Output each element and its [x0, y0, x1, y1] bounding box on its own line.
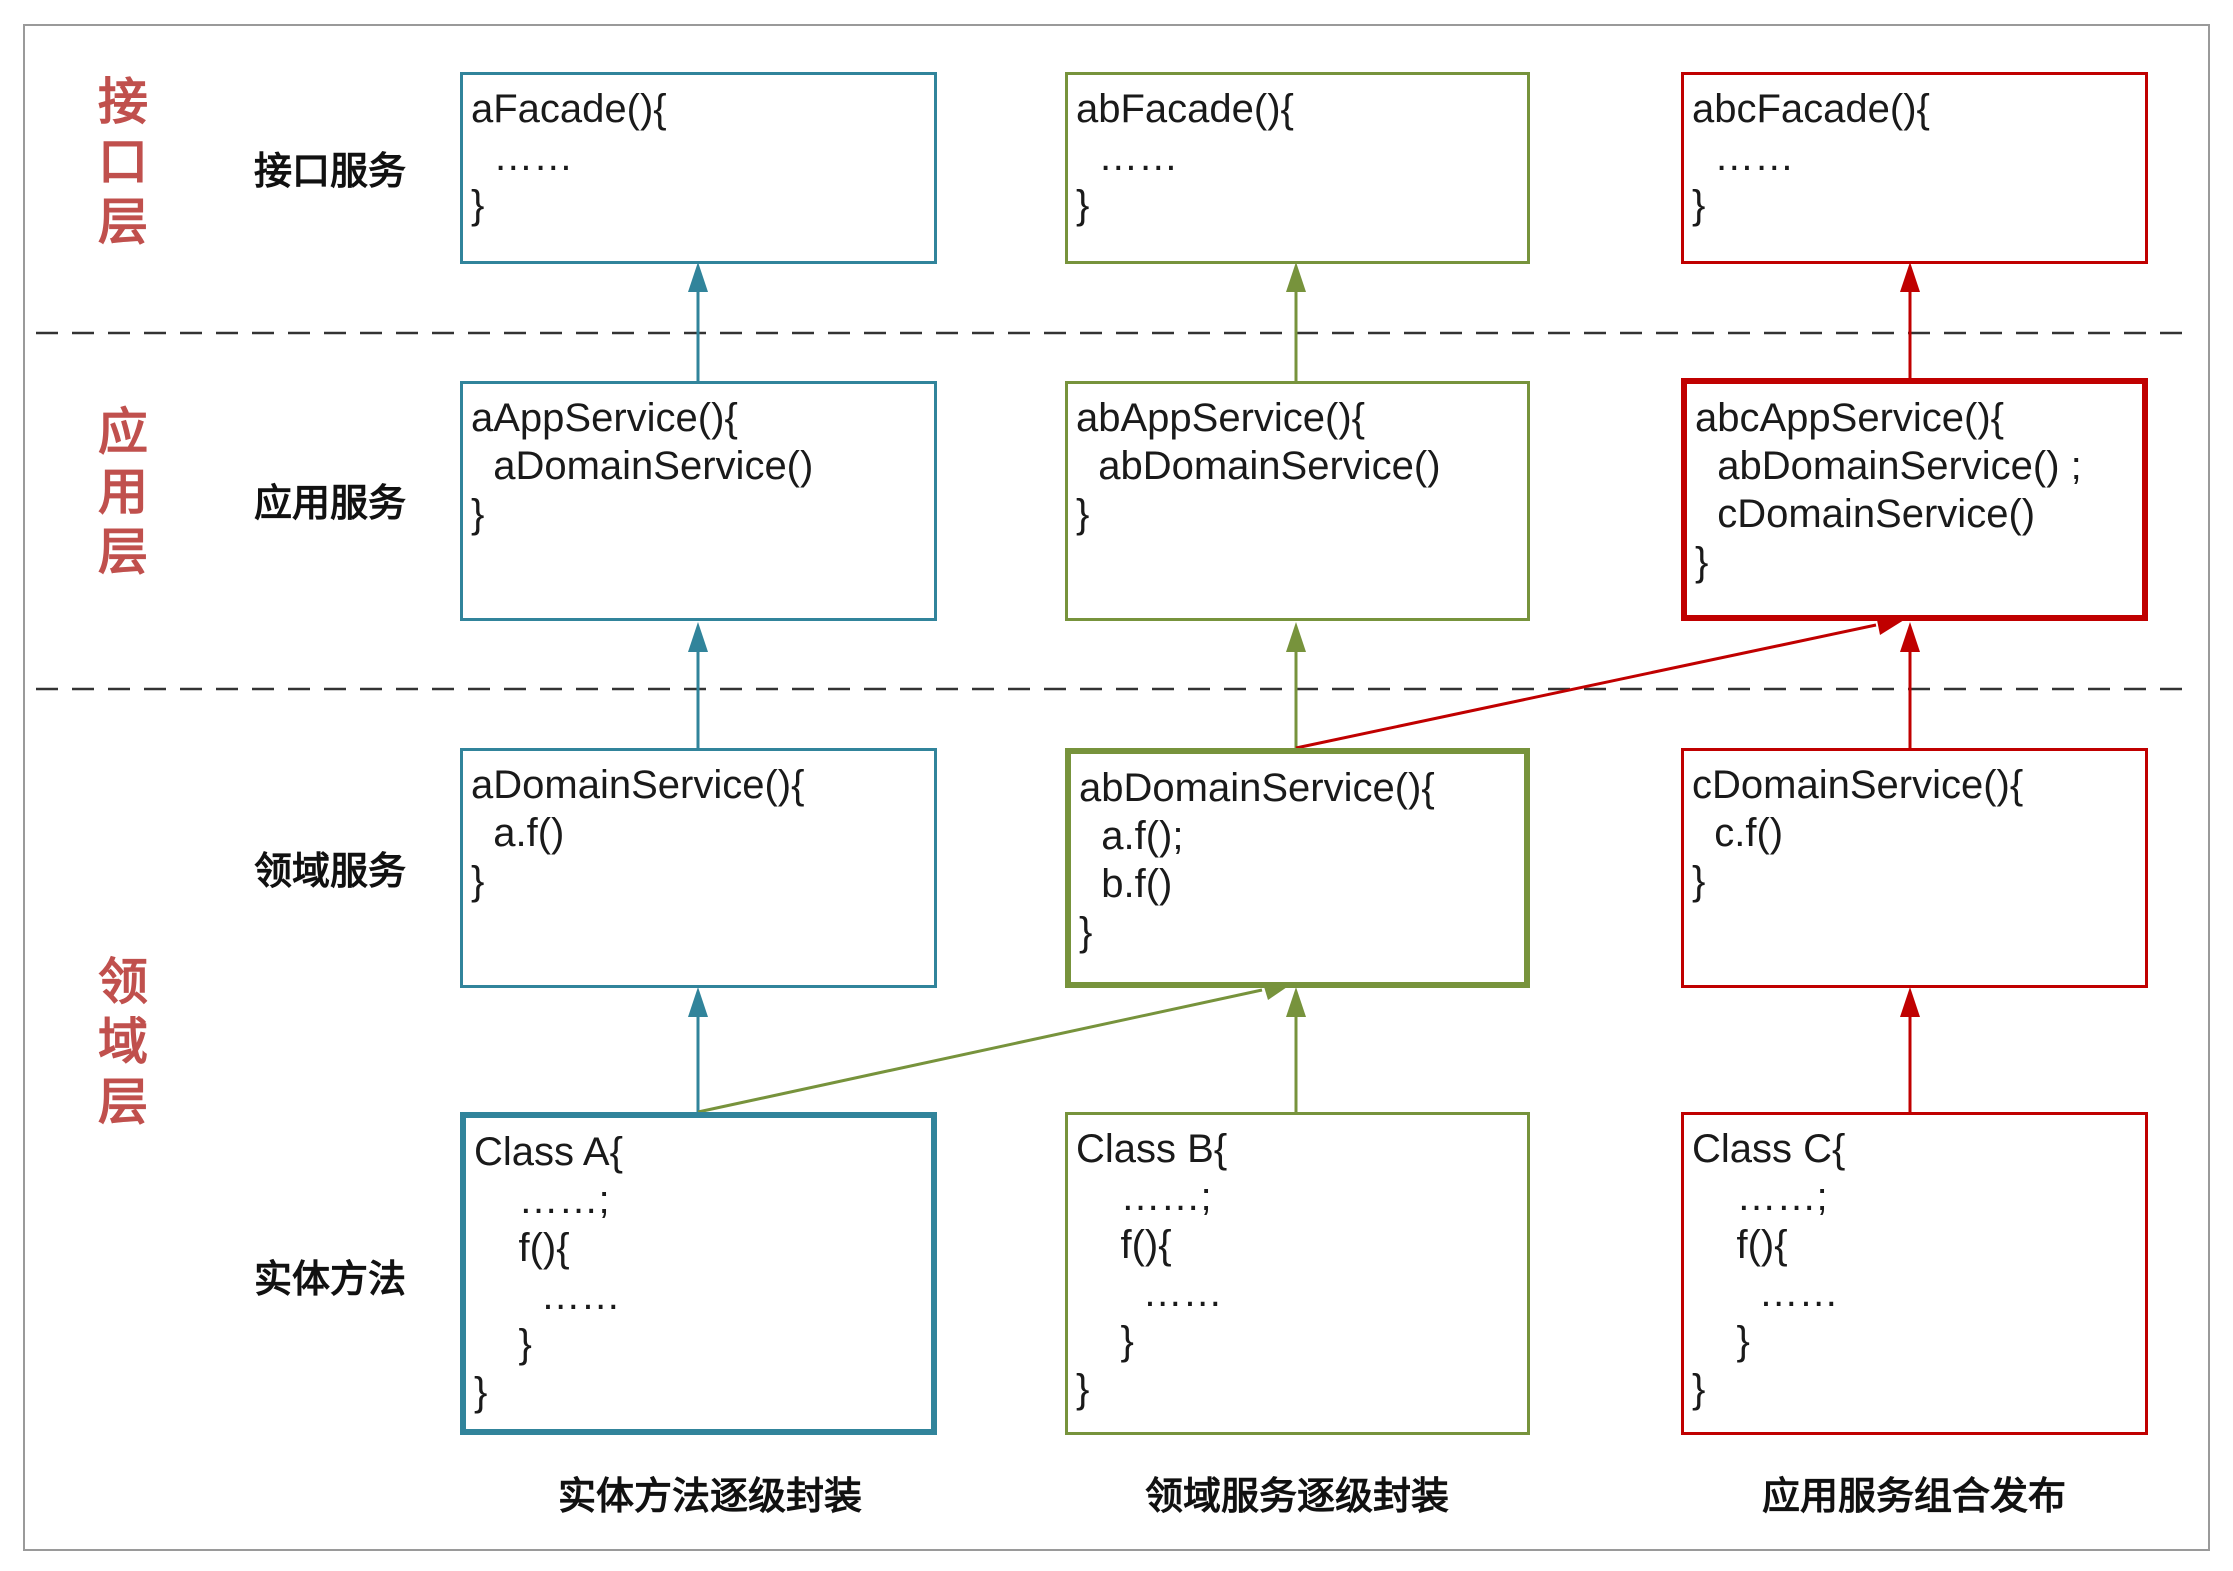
class-a-box: Class A{ ……; f(){ …… } } — [460, 1112, 937, 1435]
arrowhead — [1900, 622, 1920, 652]
arrowhead — [1900, 262, 1920, 292]
a-facade-box: aFacade(){ …… } — [460, 72, 937, 264]
column-label-b: 领域服务逐级封装 — [1144, 1474, 1449, 1518]
a-app-service-box: aAppService(){ aDomainService() } — [460, 381, 937, 621]
row-label-app: 应用服务 — [253, 481, 406, 525]
layer-label-interface: 接口层 — [88, 72, 158, 252]
arrow-b-domain-to-c-app — [1295, 623, 1877, 750]
layer-label-chars: 应用层 — [98, 403, 148, 581]
b-app-service-box: abAppService(){ abDomainService() } — [1065, 381, 1530, 621]
arrowhead — [1286, 622, 1306, 652]
row-label-entity: 实体方法 — [253, 1257, 406, 1301]
b-facade-box: abFacade(){ …… } — [1065, 72, 1530, 264]
arrowhead — [688, 987, 708, 1017]
code-text: Class B{ ……; f(){ …… } } — [1076, 1127, 1228, 1411]
code-text: abcFacade(){ …… } — [1692, 87, 1930, 227]
class-c-box: Class C{ ……; f(){ …… } } — [1681, 1112, 2148, 1435]
code-text: aDomainService(){ a.f() } — [471, 763, 805, 903]
code-text: abAppService(){ abDomainService() } — [1076, 396, 1441, 536]
c-domain-service-box: cDomainService(){ c.f() } — [1681, 748, 2148, 988]
layer-label-chars: 接口层 — [98, 73, 148, 251]
code-text: Class A{ ……; f(){ …… } } — [474, 1130, 623, 1414]
code-text: abFacade(){ …… } — [1076, 87, 1294, 227]
b-domain-service-box: abDomainService(){ a.f(); b.f() } — [1065, 748, 1530, 988]
c-app-service-box: abcAppService(){ abDomainService() ; cDo… — [1681, 378, 2148, 621]
row-label-facade: 接口服务 — [253, 149, 406, 193]
layer-label-domain: 领域层 — [88, 952, 158, 1132]
arrowhead — [688, 622, 708, 652]
class-b-box: Class B{ ……; f(){ …… } } — [1065, 1112, 1530, 1435]
arrowhead — [688, 262, 708, 292]
a-domain-service-box: aDomainService(){ a.f() } — [460, 748, 937, 988]
arrowhead — [1900, 987, 1920, 1017]
column-label-a: 实体方法逐级封装 — [557, 1474, 862, 1518]
arrowhead — [1286, 262, 1306, 292]
code-text: cDomainService(){ c.f() } — [1692, 763, 2024, 903]
arrow-a-entity-to-b-domain — [697, 988, 1263, 1114]
code-text: aFacade(){ …… } — [471, 87, 667, 227]
layer-label-application: 应用层 — [88, 402, 158, 582]
arrowhead — [1286, 987, 1306, 1017]
column-label-c: 应用服务组合发布 — [1761, 1474, 2066, 1518]
diagram-frame — [23, 24, 2210, 1551]
code-text: abDomainService(){ a.f(); b.f() } — [1079, 766, 1435, 954]
code-text: abcAppService(){ abDomainService() ; cDo… — [1695, 396, 2082, 584]
code-text: aAppService(){ aDomainService() } — [471, 396, 814, 536]
layer-label-chars: 领域层 — [98, 953, 148, 1131]
c-facade-box: abcFacade(){ …… } — [1681, 72, 2148, 264]
row-label-domain: 领域服务 — [253, 849, 406, 893]
code-text: Class C{ ……; f(){ …… } } — [1692, 1127, 1846, 1411]
